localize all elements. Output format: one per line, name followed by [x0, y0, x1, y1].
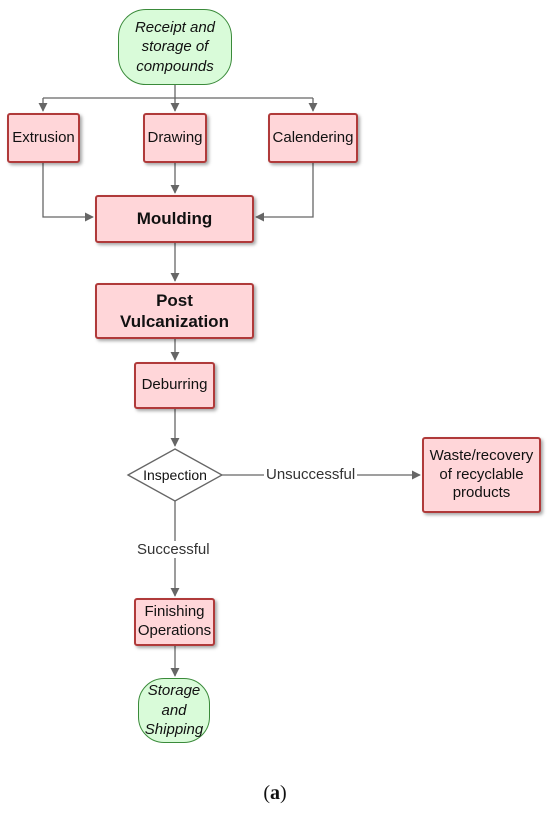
edge-label-successful: Successful	[135, 541, 212, 558]
caption-open-paren: (	[263, 782, 270, 804]
node-calendering: Calendering	[268, 113, 358, 163]
node-deburring: Deburring	[134, 362, 215, 409]
node-finishing: Finishing Operations	[134, 598, 215, 646]
node-receipt-label: Receipt and storage of compounds	[134, 18, 216, 75]
node-inspection-label: Inspection	[143, 467, 207, 483]
node-finishing-label: Finishing Operations	[137, 603, 212, 639]
edge-extrusion-to-moulding	[42, 163, 94, 222]
node-post-vulcanization: Post Vulcanization	[95, 283, 254, 339]
node-storage-label: Storage and Shipping	[144, 682, 204, 739]
node-calendering-label: Calendering	[272, 128, 354, 146]
caption-letter: a	[270, 782, 280, 804]
node-extrusion-label: Extrusion	[12, 128, 75, 146]
node-extrusion: Extrusion	[7, 113, 80, 163]
node-post-vulcanization-label: Post Vulcanization	[120, 290, 229, 331]
inspection-diamond	[126, 448, 224, 502]
node-moulding-label: Moulding	[136, 209, 213, 229]
figure-caption: (a)	[0, 782, 550, 805]
node-drawing-label: Drawing	[147, 128, 203, 146]
node-waste: Waste/recovery of recyclable products	[422, 437, 541, 513]
node-receipt: Receipt and storage of compounds	[118, 9, 232, 85]
node-moulding: Moulding	[95, 195, 254, 243]
edge-calendering-to-moulding	[255, 163, 314, 222]
node-deburring-label: Deburring	[141, 376, 208, 394]
node-storage: Storage and Shipping	[138, 678, 210, 743]
node-drawing: Drawing	[143, 113, 207, 163]
node-inspection: Inspection	[128, 463, 222, 487]
caption-close-paren: )	[280, 782, 287, 804]
node-waste-label: Waste/recovery of recyclable products	[429, 446, 534, 502]
edge-label-unsuccessful: Unsuccessful	[264, 466, 358, 483]
